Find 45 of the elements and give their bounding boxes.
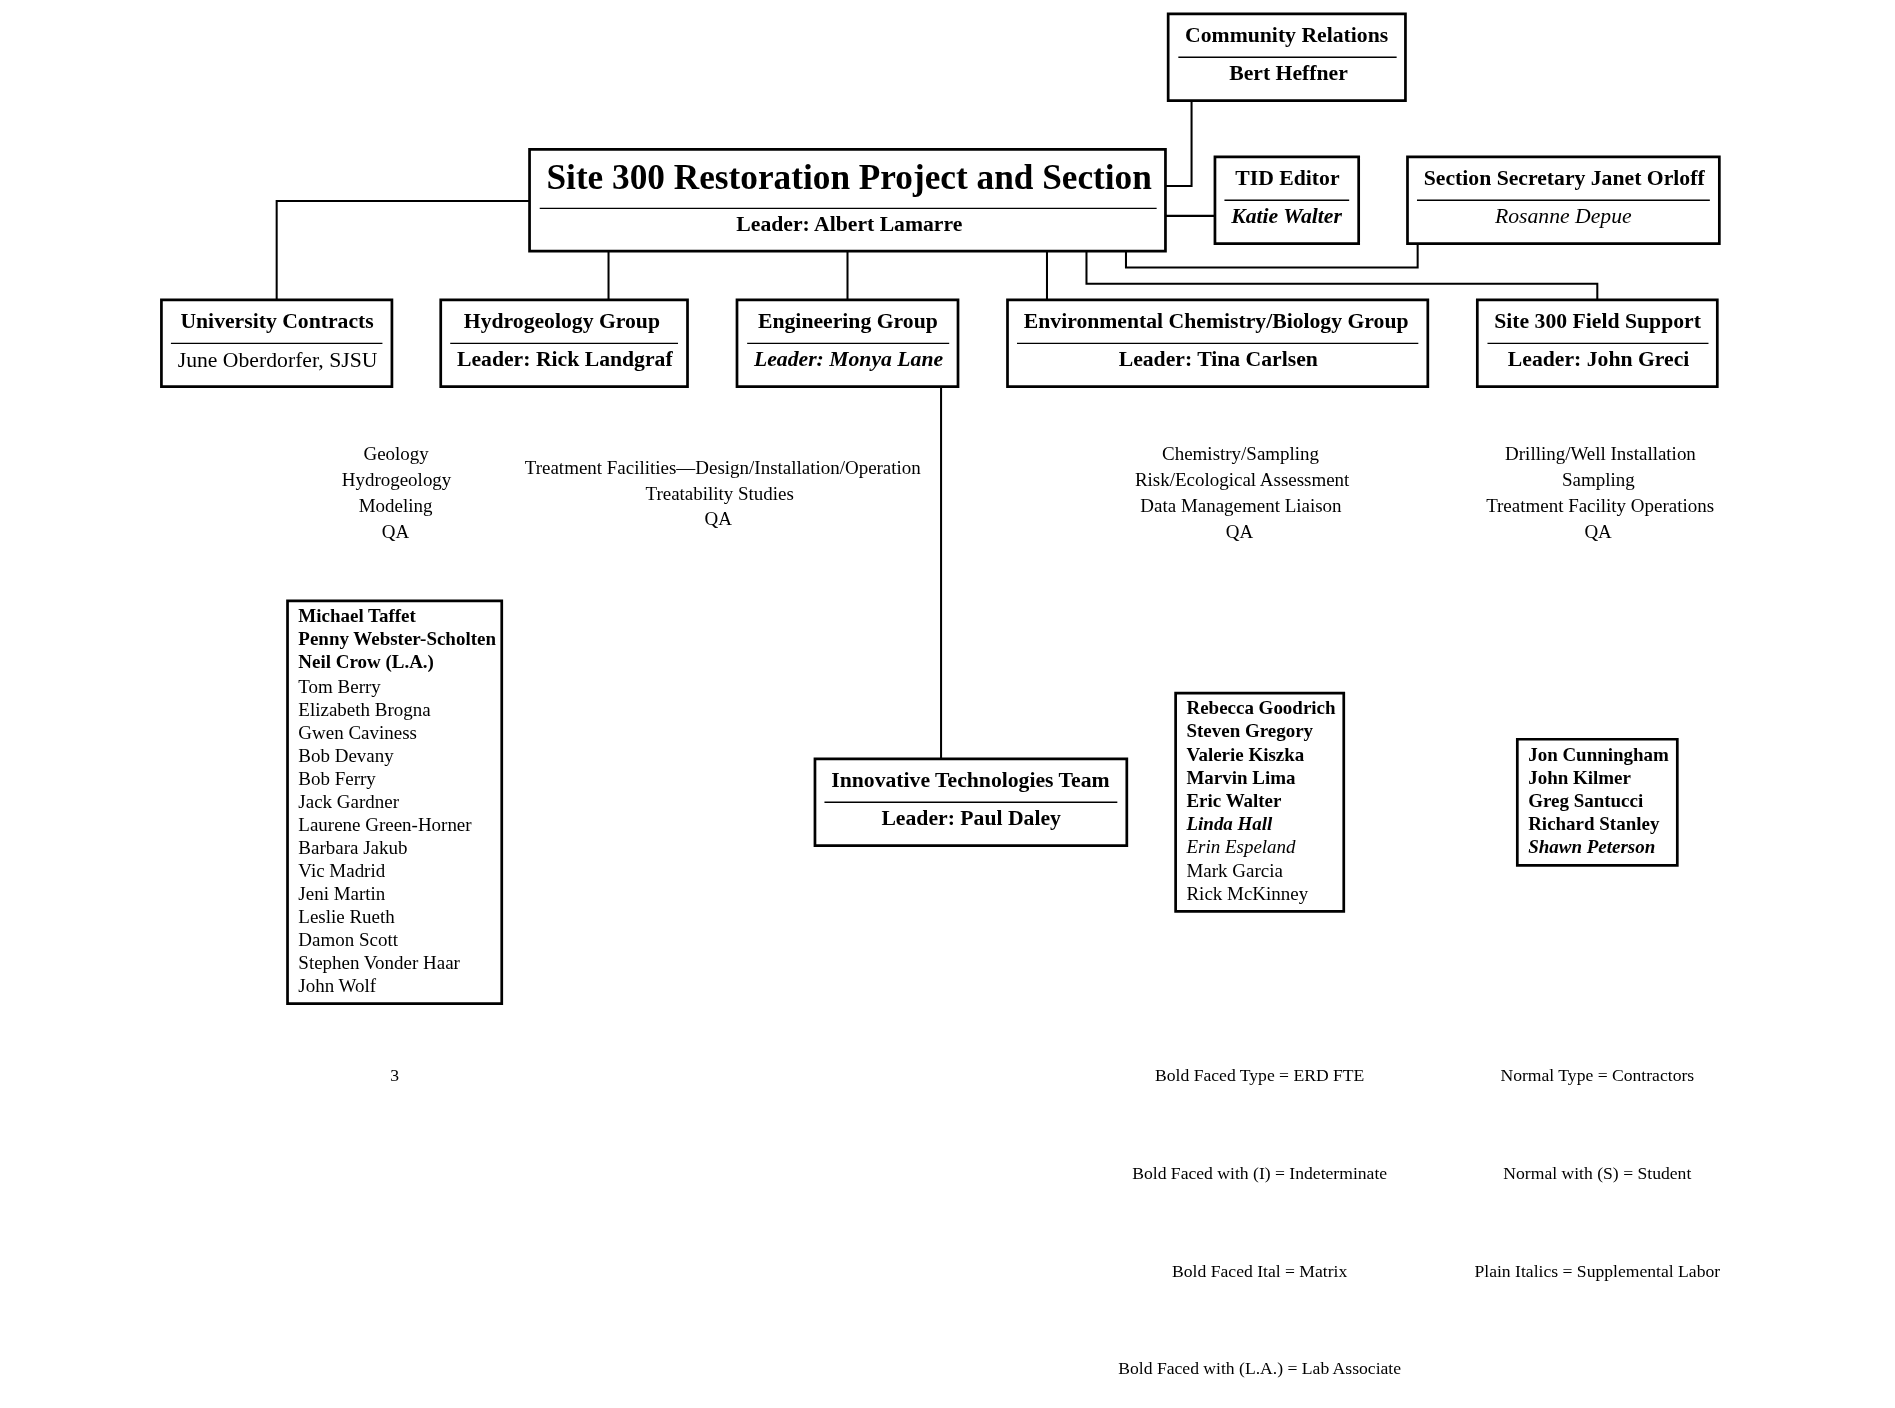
node-label: Drilling/Well Installation — [1505, 443, 1696, 465]
connector — [1165, 100, 1193, 188]
connector — [1045, 251, 1048, 300]
node-box: Community Relations Bert Heffner — [1166, 12, 1407, 102]
node-box: Rebecca Goodrich Steven Gregory Valerie Kiszka Marvin Lima Eric Walter Linda Hall Erin Espeland Mark Garcia Rick McKinney — [1174, 691, 1346, 913]
node-label: Sampling — [1562, 468, 1635, 490]
node-box: Innovative Technologies Team Leader: Paul Daley — [813, 757, 1129, 848]
label: Bold Faced with (L.A.) = Lab Associate — [1118, 1358, 1402, 1379]
connector — [275, 199, 530, 300]
node-box: TID Editor Katie Walter — [1213, 155, 1361, 246]
connector — [846, 251, 849, 300]
node-label: QA — [381, 520, 410, 542]
connector — [1124, 243, 1419, 269]
node-box: Site 300 Field Support Leader: John Greci — [1475, 298, 1719, 389]
node-label: QA — [1584, 520, 1612, 542]
node-box: Engineering Group Leader: Monya Lane — [735, 298, 960, 389]
node-box: Hydrogeology Group Leader: Rick Landgraf — [439, 298, 689, 389]
node-label: QA — [1225, 520, 1254, 542]
node-label: QA — [704, 508, 732, 530]
connector — [940, 386, 943, 759]
node-box: Section Secretary Janet Orloff Rosanne Depue — [1406, 155, 1721, 246]
connector — [1085, 251, 1599, 300]
node-box: Site 300 Restoration Project and Section Leader: Albert Lamarre — [528, 148, 1167, 253]
label: Bold Faced with (I) = Indeterminate — [1132, 1163, 1388, 1184]
label: Normal with (S) = Student — [1503, 1163, 1692, 1184]
node-label: Chemistry/Sampling — [1162, 443, 1320, 465]
node-label: Data Management Liaison — [1140, 494, 1342, 516]
connector — [1165, 214, 1215, 217]
node-box: Jon Cunningham John Kilmer Greg Santucci Richard Stanley Shawn Peterson — [1515, 737, 1679, 867]
node-label: Geology — [363, 443, 429, 465]
node-box: University Contracts June Oberdorfer, SJSU — [160, 298, 394, 389]
label: Bold Faced Type = ERD FTE — [1154, 1065, 1365, 1086]
node-box: Michael Taffet Penny Webster-Scholten Neil Crow (L.A.) Tom Berry Elizabeth Brogna Gwen Caviness Bob Devany Bob Ferry Jack Gardner Laurene Green-Horner Barbara Jakub Vic Madrid Jeni Martin Leslie Rueth Damon Scott Stephen Vonder Haar John Wolf — [286, 599, 504, 1005]
node-label: Treatability Studies — [645, 482, 794, 504]
node-box: Environmental Chemistry/Biology Group Leader: Tina Carlsen — [1006, 298, 1430, 389]
node-label: Treatment Facilities—Design/Installation/Operation — [524, 456, 921, 478]
node-label: Treatment Facility Operations — [1486, 494, 1715, 516]
node-label: Hydrogeology — [341, 468, 452, 490]
label: 3 — [390, 1065, 400, 1086]
node-label: Modeling — [358, 494, 433, 516]
node-label: Risk/Ecological Assessment — [1134, 468, 1350, 490]
label: Bold Faced Ital = Matrix — [1172, 1260, 1348, 1281]
label: Normal Type = Contractors — [1500, 1065, 1695, 1086]
connector — [607, 251, 610, 300]
label: Plain Italics = Supplemental Labor — [1474, 1260, 1721, 1281]
